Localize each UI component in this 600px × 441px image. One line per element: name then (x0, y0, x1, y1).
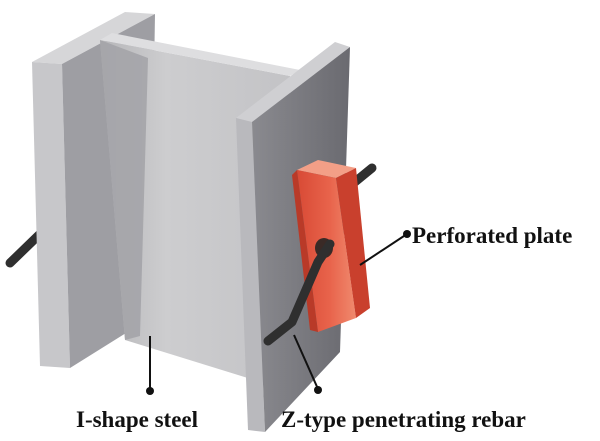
leader-perforated-plate (359, 233, 408, 266)
perforated-plate-left (292, 170, 318, 332)
label-i-shape-steel: I-shape steel (76, 407, 199, 432)
z-type-rebar (263, 239, 335, 346)
label-z-type-rebar: Z-type penetrating rebar (281, 407, 526, 432)
perforated-plate-side (336, 168, 370, 318)
leader-dot-perforated-plate (403, 230, 411, 238)
leader-z-type-rebar (293, 334, 319, 390)
right-flange-front (236, 118, 265, 432)
perforated-plate-top (297, 160, 356, 178)
right-flange-top (236, 42, 350, 122)
label-perforated-plate: Perforated plate (412, 223, 573, 248)
left-flange-top (32, 12, 155, 64)
leader-dot-z-type-rebar (314, 386, 322, 394)
leader-dot-i-shape-steel (146, 387, 154, 395)
web-shadow (100, 40, 148, 340)
web-top-edge (100, 33, 300, 76)
left-flange-front (32, 62, 70, 368)
